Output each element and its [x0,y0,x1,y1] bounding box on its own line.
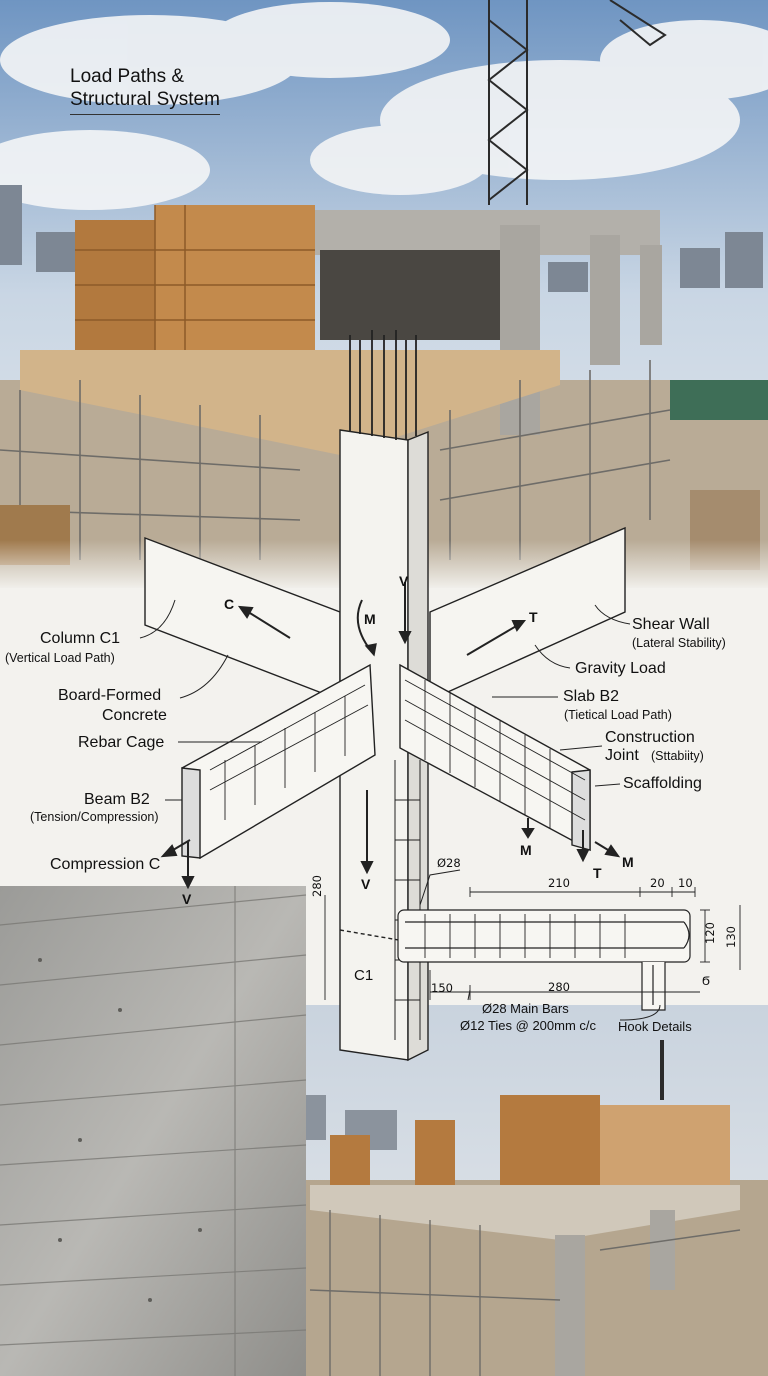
marker-v-upper: V [399,573,409,589]
board-formed-label-2: Concrete [102,707,167,724]
marker-m-upper: M [364,611,376,627]
structural-sketch [139,330,741,1062]
main-bars-label: Ø28 Main Bars [482,1001,569,1016]
dim-130: 130 [724,926,738,948]
board-formed-label: Board-Formed [58,687,162,704]
shear-wall-sublabel: (Lateral Stability) [632,636,726,650]
slab-sublabel: (Tietical Load Path) [564,708,672,722]
marker-m-lower-right: M [622,854,634,870]
dim-280: 280 [548,980,570,994]
title-line-1: Load Paths & [70,66,185,87]
marker-v-lower: V [361,876,371,892]
marker-c1: C1 [354,967,374,984]
dim-dia28: Ø28 [437,856,461,870]
top-site-photo [0,0,768,590]
construction-joint-label-2: Joint [605,747,639,764]
column-label: Column C1 [40,630,121,647]
dim-280-vertical: 280 [310,875,324,897]
column-sublabel: (Vertical Load Path) [5,651,115,665]
dim-120: 120 [703,922,717,944]
marker-v-left: V [182,891,192,907]
bottom-site-photo [306,1005,768,1376]
marker-t-lower: T [593,865,602,881]
diagram-title: Load Paths & Structural System [70,66,220,115]
construction-joint-sublabel: (Sttabiity) [651,749,704,763]
ties-label: Ø12 Ties @ 200mm c/c [460,1018,597,1033]
rebar-cage-label: Rebar Cage [78,734,165,751]
marker-t-upper: T [529,609,538,625]
gravity-load-label: Gravity Load [575,660,666,677]
slab-label: Slab B2 [563,688,620,705]
shear-wall-label: Shear Wall [632,616,710,633]
dim-10: 10 [678,876,693,890]
scaffolding-label: Scaffolding [623,775,702,792]
dim-6: Ϭ [702,974,711,988]
marker-m-lower-left: M [520,842,532,858]
hook-details-label: Hook Details [618,1019,692,1034]
compression-label: Compression C [50,856,161,873]
dim-150: 150 [431,981,453,995]
marker-c: C [224,596,235,612]
dim-20: 20 [650,876,665,890]
beam-label: Beam B2 [84,791,150,808]
construction-joint-label: Construction [605,729,695,746]
title-line-2: Structural System [70,89,220,115]
board-formed-concrete-photo [0,886,307,1376]
beam-sublabel: (Tension/Compression) [30,810,159,824]
dim-210: 210 [548,876,570,890]
